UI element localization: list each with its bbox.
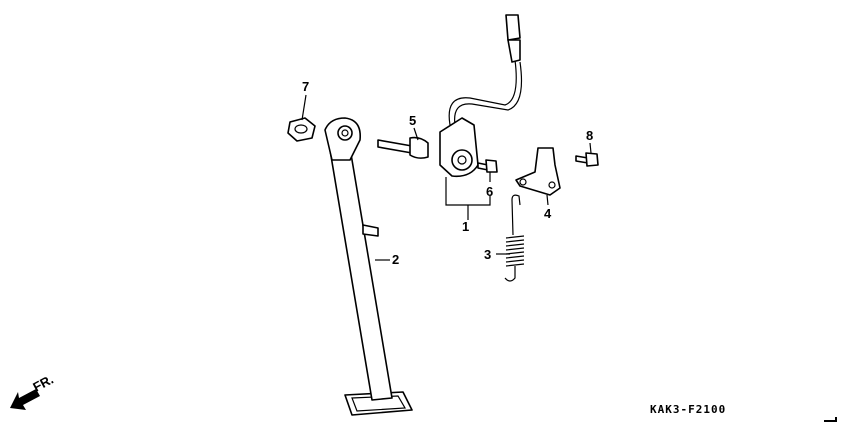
callout-3: 3 [484,247,491,262]
callout-5: 5 [409,113,416,128]
small-bolt [477,159,498,173]
callout-2: 2 [392,252,399,267]
diagram-code: KAK3-F2100 [650,403,726,416]
leader-lines [301,94,592,261]
callout-6: 6 [486,184,493,199]
callout-7: 7 [302,79,309,94]
bracket [515,147,561,196]
bolt [377,136,429,159]
nut [287,117,316,142]
flange-bolt [575,152,599,167]
callout-8: 8 [586,128,593,143]
front-arrow-icon [10,389,40,410]
side-stand [324,117,413,416]
callout-1: 1 [462,219,469,234]
side-stand-switch [439,14,523,178]
corner-mark [824,417,837,422]
spring [504,194,525,282]
callout-4: 4 [544,206,552,221]
